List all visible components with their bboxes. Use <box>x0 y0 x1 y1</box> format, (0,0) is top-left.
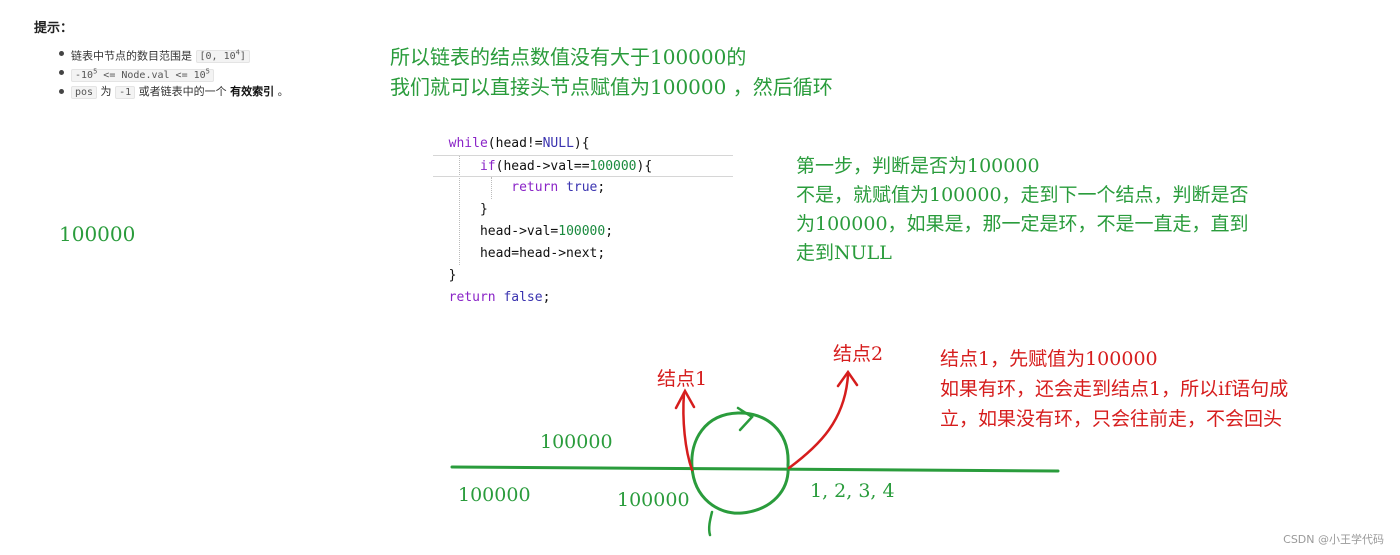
note-node-line3: 立，如果没有环，只会往前走，不会回头 <box>940 408 1283 430</box>
node2-label: 结点2 <box>833 343 884 365</box>
cycle-circle <box>690 411 790 515</box>
note-node-line1: 结点1，先赋值为100000 <box>940 348 1158 370</box>
code-line-return-true: return true; <box>511 180 606 195</box>
code-line-if: if(head->val==100000){ <box>433 155 733 177</box>
tips-list: 链表中节点的数目范围是 [0, 104] -105 <= Node.val <=… <box>57 44 289 101</box>
code-chip-val: -105 <= Node.val <= 105 <box>71 68 214 83</box>
node1-label: 结点1 <box>657 368 708 390</box>
note-step-line1: 第一步，判断是否为100000 <box>796 155 1040 177</box>
note-step-line4: 走到NULL <box>796 242 892 264</box>
code-line-while: while(head!=NULL){ <box>448 136 590 151</box>
arrow-node1 <box>682 391 694 472</box>
watermark: CSDN @小王学代码 <box>1283 533 1384 546</box>
note-node-line2: 如果有环，还会走到结点1，所以if语句成 <box>940 378 1289 400</box>
arrow-node1-head <box>674 388 696 410</box>
circle-arrow-top <box>736 406 754 432</box>
tips-title: 提示： <box>34 21 74 36</box>
arrow-node2-head <box>836 369 859 388</box>
code-line-return-false: return false; <box>448 290 551 305</box>
sequence-label: 1, 2, 3, 4 <box>810 480 895 502</box>
tips-item-node-range: 链表中节点的数目范围是 [0, 104] <box>57 44 289 64</box>
code-line-next: head=head->next; <box>479 246 606 261</box>
code-chip-range: [0, 104] <box>195 49 250 64</box>
note-top-line2: 我们就可以直接头节点赋值为100000 ，然后循环 <box>390 75 833 99</box>
value-bottom-circle: 100000 <box>617 489 690 511</box>
note-top: 所以链表的结点数值没有大于100000的 我们就可以直接头节点赋值为100000… <box>390 42 833 102</box>
value-left-below-line: 100000 <box>458 484 531 506</box>
code-line-assign: head->val=100000; <box>479 224 614 239</box>
arrow-node2 <box>787 373 850 470</box>
note-step-line2: 不是，就赋值为100000，走到下一个结点，判断是否 <box>796 184 1249 206</box>
note-node: 结点1，先赋值为100000 如果有环，还会走到结点1，所以if语句成 立，如果… <box>940 344 1288 434</box>
tips-item-text: 链表中节点的数目范围是 <box>71 49 192 63</box>
code-chip-minus-one: -1 <box>115 86 136 99</box>
code-block: while(head!=NULL){ if(head->val==100000)… <box>433 133 733 309</box>
code-line-close-while: } <box>448 268 457 283</box>
left-value-label: 100000 <box>59 222 136 246</box>
valid-index-text: 有效索引 <box>230 85 275 98</box>
tips-item-val-range: -105 <= Node.val <= 105 <box>57 63 289 83</box>
note-top-line1: 所以链表的结点数值没有大于100000的 <box>390 45 747 69</box>
note-step: 第一步，判断是否为100000 不是，就赋值为100000，走到下一个结点，判断… <box>796 152 1356 268</box>
list-line <box>450 465 1060 473</box>
code-line-close-if: } <box>479 202 488 217</box>
note-step-line3: 为100000，如果是，那一定是环，不是一直走，直到 <box>796 213 1249 235</box>
tips-item-pos: pos 为 -1 或者链表中的一个 有效索引 。 <box>57 82 289 101</box>
value-above-line: 100000 <box>540 431 613 453</box>
circle-tail <box>707 510 714 537</box>
code-chip-pos: pos <box>71 86 98 99</box>
